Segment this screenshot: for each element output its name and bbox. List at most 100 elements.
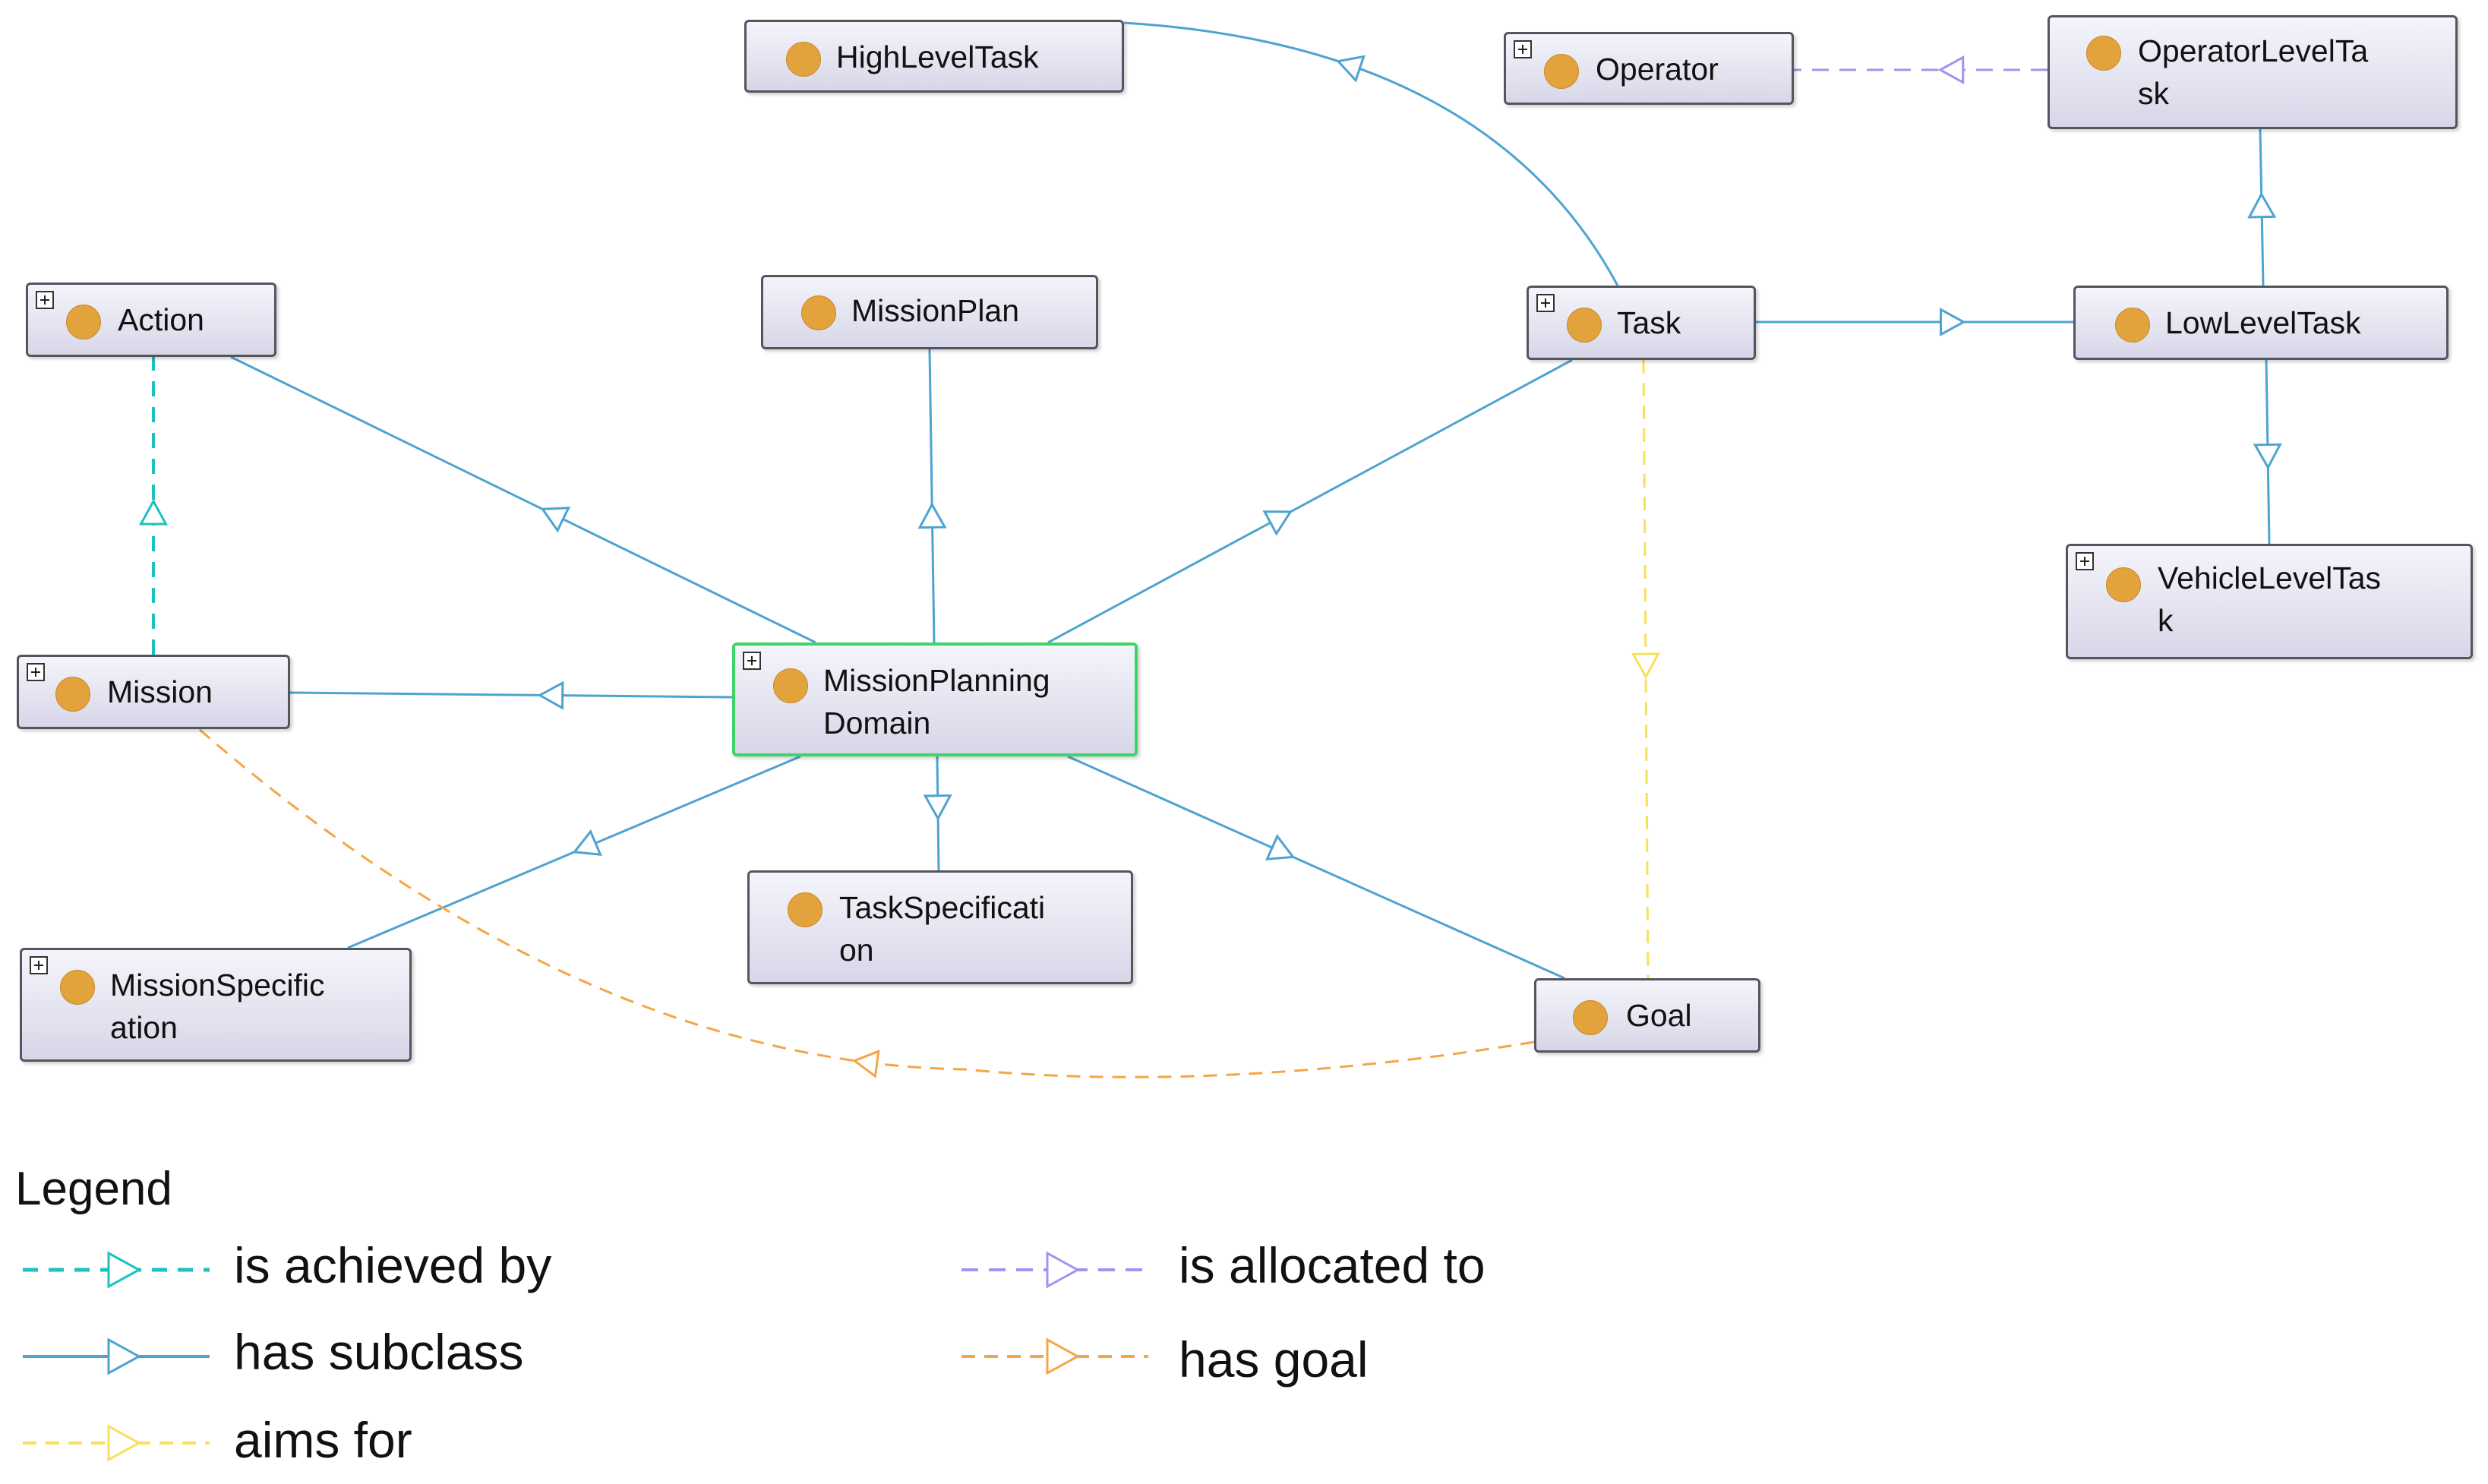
edge-arrowhead: [851, 1049, 880, 1078]
class-circle-icon: [2115, 308, 2150, 343]
node-label: TaskSpecificati on: [839, 890, 1046, 968]
node-label: Mission: [107, 674, 213, 709]
node-label: OperatorLevelTa sk: [2138, 33, 2369, 111]
edge-lowleveltask-to-vehicleleveltask: [2253, 359, 2282, 545]
node-taskspecification[interactable]: TaskSpecificati on: [747, 870, 1133, 984]
node-highleveltask[interactable]: HighLevelTask: [744, 20, 1124, 93]
legend-swatch-achieved: [23, 1251, 210, 1289]
legend-arrowhead: [1046, 1337, 1081, 1375]
class-circle-icon: [788, 892, 822, 927]
node-missionplanningdomain[interactable]: MissionPlanning Domain: [732, 643, 1138, 756]
node-label: MissionPlanning Domain: [823, 663, 1050, 740]
legend-arrowhead: [107, 1337, 142, 1375]
node-label: MissionSpecific ation: [110, 968, 325, 1045]
edge-goal-to-mission: [198, 728, 1535, 1078]
edge-arrowhead: [537, 680, 564, 710]
edge-missionplanningdomain-to-action: [230, 355, 816, 644]
edge-arrowhead: [917, 502, 947, 529]
legend-arrowhead: [107, 1251, 142, 1289]
node-label: Action: [118, 302, 204, 337]
legend-swatch-goal: [961, 1337, 1148, 1375]
node-label: Operator: [1596, 52, 1719, 87]
node-missionplan[interactable]: MissionPlan: [761, 275, 1098, 349]
edge-arrowhead: [2253, 443, 2282, 470]
edge-task-to-highleveltask: [1123, 21, 1619, 286]
class-circle-icon: [66, 305, 101, 339]
edge-line: [1047, 358, 1573, 644]
edge-missionplanningdomain-to-mission: [289, 680, 733, 710]
node-missionspecification[interactable]: MissionSpecific ation: [20, 948, 412, 1062]
edge-missionplanningdomain-to-taskspecification: [923, 756, 952, 871]
edge-layer: [138, 21, 2282, 1078]
edge-line: [1123, 21, 1619, 286]
expand-icon[interactable]: [2076, 552, 2094, 570]
class-circle-icon: [773, 668, 808, 703]
node-task[interactable]: Task: [1527, 286, 1756, 360]
legend-label-subclass: has subclass: [234, 1324, 524, 1380]
legend-arrowhead: [1046, 1251, 1081, 1289]
class-circle-icon: [55, 677, 90, 712]
edge-missionplanningdomain-to-missionplan: [917, 349, 947, 643]
edge-arrowhead: [2247, 191, 2277, 219]
edge-arrowhead: [923, 794, 952, 821]
edge-arrowhead: [540, 507, 571, 533]
legend-title: Legend: [15, 1163, 172, 1215]
edge-task-to-goal: [1631, 359, 1660, 979]
expand-icon[interactable]: [27, 663, 45, 681]
node-action[interactable]: Action: [26, 283, 276, 357]
edge-arrowhead: [1265, 834, 1296, 860]
legend-arrowhead: [107, 1424, 142, 1462]
edge-line: [230, 355, 816, 644]
edge-arrowhead: [138, 498, 169, 526]
expand-icon[interactable]: [743, 652, 761, 670]
edge-lowleveltask-to-operatorleveltask: [2247, 128, 2277, 286]
edge-missionplanningdomain-to-goal: [1067, 755, 1565, 980]
edge-task-to-lowleveltask: [1756, 307, 2073, 337]
edge-line: [928, 349, 936, 643]
legend-swatch-allocated: [961, 1251, 1148, 1289]
edge-line: [198, 728, 1535, 1078]
node-label: LowLevelTask: [2165, 305, 2361, 340]
class-circle-icon: [801, 295, 836, 330]
edge-missionplanningdomain-to-missionspecification: [347, 755, 801, 949]
node-mission[interactable]: Mission: [17, 655, 290, 729]
edge-arrowhead: [1262, 510, 1293, 536]
class-circle-icon: [786, 42, 821, 77]
edge-arrowhead: [1937, 55, 1965, 85]
expand-icon[interactable]: [30, 956, 48, 974]
edge-arrowhead: [1940, 307, 1966, 337]
node-label: Task: [1617, 305, 1681, 340]
edge-line: [289, 691, 733, 699]
node-lowleveltask[interactable]: LowLevelTask: [2073, 286, 2449, 360]
node-label: HighLevelTask: [836, 39, 1039, 74]
expand-icon[interactable]: [36, 291, 54, 309]
edge-line: [1067, 755, 1565, 980]
legend-swatch-subclass: [23, 1337, 210, 1375]
edge-missionplanningdomain-to-task: [1047, 358, 1573, 644]
node-label: MissionPlan: [851, 293, 1020, 328]
node-goal[interactable]: Goal: [1534, 978, 1760, 1053]
edge-operatorleveltask-to-operator: [1794, 55, 2048, 85]
node-vehicleleveltask[interactable]: VehicleLevelTas k: [2066, 544, 2473, 659]
expand-icon[interactable]: [1514, 40, 1532, 58]
expand-icon[interactable]: [1536, 294, 1555, 312]
node-operatorleveltask[interactable]: OperatorLevelTa sk: [2048, 15, 2458, 129]
class-circle-icon: [2086, 36, 2121, 71]
legend-label-goal: has goal: [1179, 1331, 1369, 1388]
legend-label-allocated: is allocated to: [1179, 1237, 1486, 1293]
node-label: VehicleLevelTas k: [2158, 560, 2382, 638]
node-label: Goal: [1626, 998, 1692, 1033]
class-circle-icon: [2106, 567, 2141, 602]
legend-swatch-aims: [23, 1424, 210, 1462]
class-circle-icon: [60, 970, 95, 1005]
edge-arrowhead: [1631, 652, 1660, 680]
legend-swatches: [23, 1251, 1148, 1462]
edge-arrowhead: [1335, 55, 1366, 83]
legend-label-aims: aims for: [234, 1412, 412, 1468]
edge-mission-to-action: [138, 357, 169, 655]
node-operator[interactable]: Operator: [1504, 32, 1794, 105]
legend-label-achieved: is achieved by: [234, 1237, 552, 1293]
class-circle-icon: [1544, 54, 1579, 89]
class-circle-icon: [1567, 308, 1602, 343]
